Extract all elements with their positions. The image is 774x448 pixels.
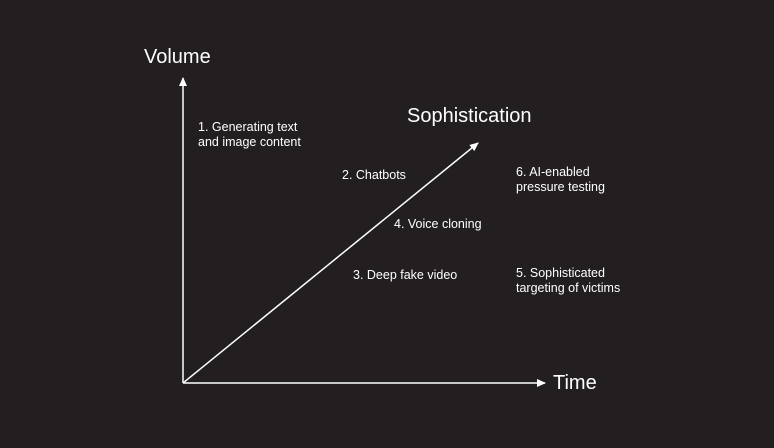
- x-axis-label: Time: [553, 372, 597, 394]
- item-voice-cloning: 4. Voice cloning: [394, 217, 482, 231]
- y-axis-label: Volume: [144, 46, 211, 68]
- item-sophisticated-targeting: 5. Sophisticated targeting of victims: [516, 266, 621, 295]
- item-chatbots: 2. Chatbots: [342, 168, 406, 182]
- item-generating-text: 1. Generating text and image content: [198, 120, 301, 149]
- sophistication-arrow: [182, 142, 479, 384]
- item-ai-pressure-testing: 6. AI-enabled pressure testing: [516, 165, 605, 194]
- item-deep-fake-video: 3. Deep fake video: [353, 268, 458, 282]
- sophistication-label: Sophistication: [407, 105, 532, 127]
